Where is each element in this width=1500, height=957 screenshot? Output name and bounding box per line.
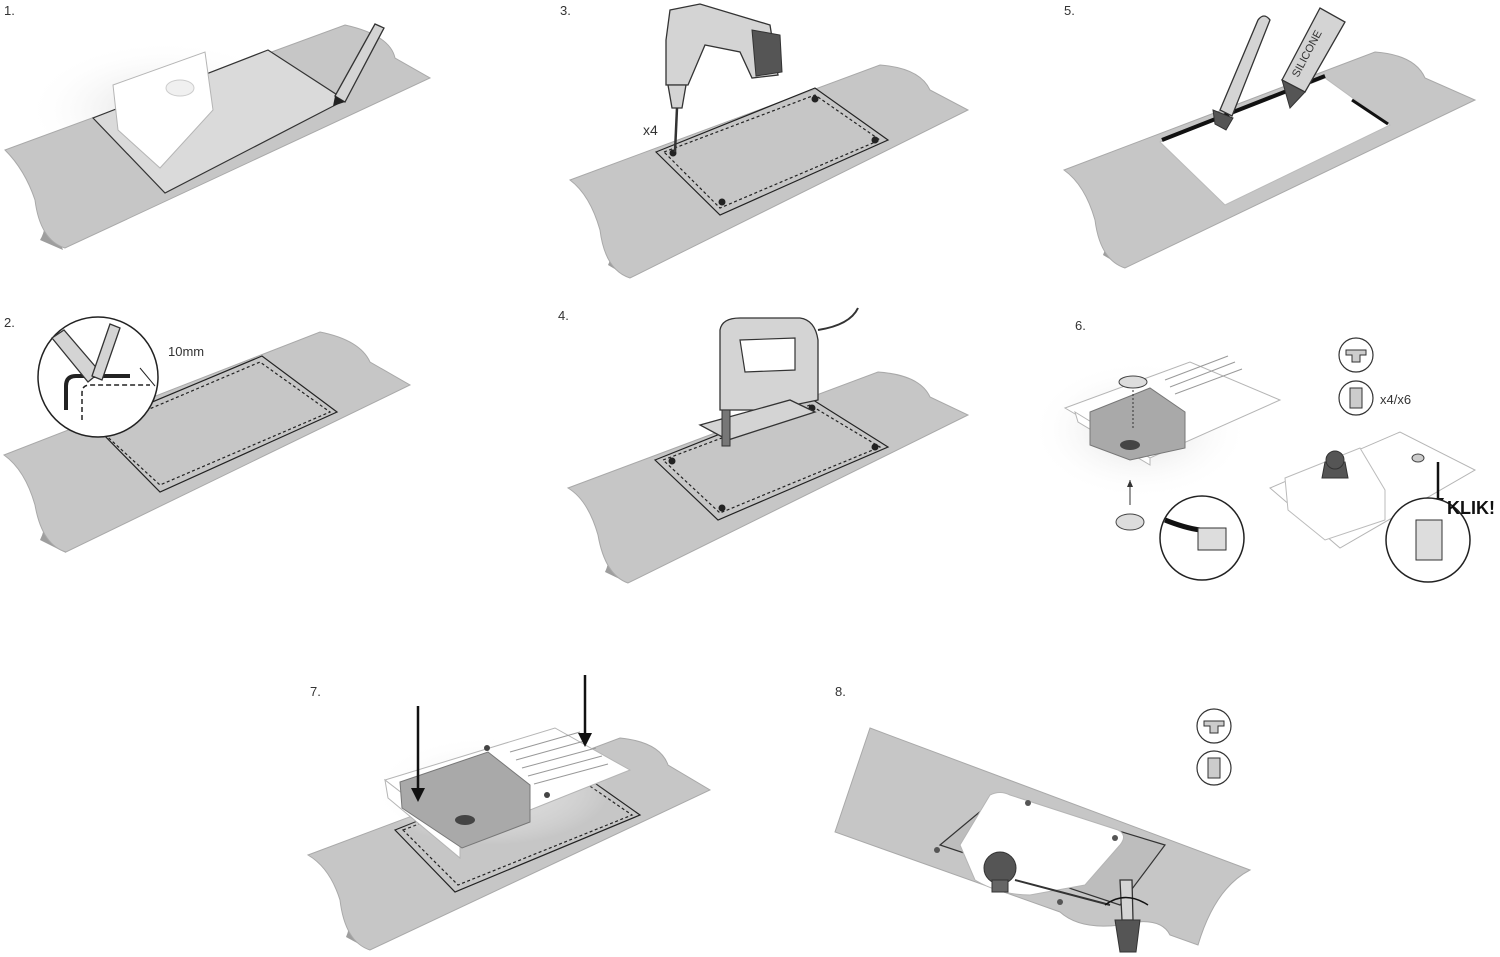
step-1-number: 1. <box>4 3 15 18</box>
step-4-countertop <box>566 371 970 584</box>
step-2-zoom-edge <box>64 374 130 410</box>
step-7-panel: 7. <box>306 675 712 951</box>
step-8-number: 8. <box>835 684 846 699</box>
step-3-hole-4 <box>718 198 726 206</box>
step-4-hole-3 <box>871 443 879 451</box>
step-3-hole-2 <box>811 95 819 103</box>
step-6-sink-bowl <box>1089 387 1186 461</box>
step-4-number: 4. <box>558 308 569 323</box>
step-8-clip-short-icon <box>1196 708 1232 744</box>
clip-short-icon <box>1338 337 1374 373</box>
step-7-drain <box>455 815 475 825</box>
brush-bristles <box>1212 109 1234 131</box>
jigsaw-cable <box>817 307 859 331</box>
step-6-waste-cap <box>1325 450 1345 470</box>
step-6-click-label: KLIK! <box>1447 498 1495 518</box>
step-2-countertop <box>2 331 412 553</box>
step-6-zoom-fitting <box>1197 527 1227 551</box>
step-4-panel: 4. <box>558 307 970 584</box>
step-8-panel: 8. <box>834 684 1252 953</box>
screwdriver-handle <box>1114 919 1141 953</box>
step-8-overflow-hose <box>1014 879 1111 906</box>
step-1-panel: 1. <box>4 3 432 250</box>
step-6-drain <box>1120 440 1140 450</box>
step-3-hole-count: x4 <box>643 122 658 138</box>
step-7-tap-hole <box>484 745 490 751</box>
step-8-clip-4 <box>1057 899 1063 905</box>
step-3-countertop <box>568 64 970 279</box>
step-1-drain <box>165 79 195 97</box>
step-6-zoom-clip-shape <box>1415 519 1443 561</box>
drill-battery <box>751 29 783 77</box>
drill-icon <box>665 3 779 86</box>
step-6-drainboard <box>1164 355 1243 395</box>
step-2-panel: 2. 10mm <box>2 315 412 553</box>
step-7-arrowhead-left <box>411 788 425 802</box>
step-3-number: 3. <box>560 3 571 18</box>
step-7-number: 7. <box>310 684 321 699</box>
step-6-fitting-arrow <box>1127 480 1133 487</box>
step-7-marked-outline <box>401 768 634 886</box>
step-2-marked-outline <box>98 361 332 486</box>
step-6-waste-fitting <box>1115 513 1145 531</box>
drill-chuck <box>667 84 687 109</box>
step-3-sink-outline <box>654 87 890 216</box>
step-8-waste-outlet <box>991 879 1009 893</box>
step-2-dimension-line <box>139 367 156 387</box>
step-5-silicone-bead-side <box>1351 98 1389 126</box>
step-1-pencil-tip <box>333 96 345 106</box>
step-8-clip-3 <box>934 847 940 853</box>
step-8-clip-2 <box>1112 835 1118 841</box>
step-2-number: 2. <box>4 315 15 330</box>
jigsaw-handle-opening <box>739 337 796 373</box>
step-7-arrowhead-right <box>578 733 592 747</box>
step-2-dimension-label: 10mm <box>168 344 204 359</box>
step-8-waste <box>983 851 1017 885</box>
step-6-number: 6. <box>1075 318 1086 333</box>
step-8-clip-1 <box>1025 800 1031 806</box>
step-7-sink-bowl <box>399 751 531 849</box>
step-4-hole-4 <box>718 504 726 512</box>
step-5-panel: 5. SILICONE <box>1062 3 1477 269</box>
step-7-overflow-hole <box>544 792 550 798</box>
step-3-panel: 3. x4 <box>560 3 970 279</box>
step-3-hole-3 <box>871 136 879 144</box>
step-6-strainer <box>1118 375 1148 389</box>
step-2-zoom-line <box>81 384 150 420</box>
step-7-drainboard <box>509 731 609 785</box>
step-6-bowl-underside <box>1284 447 1386 541</box>
step-2-sink-outline <box>93 355 339 493</box>
silicone-tube-nozzle <box>1281 79 1306 109</box>
step-5-number: 5. <box>1064 3 1075 18</box>
step-3-marked-outline <box>662 94 882 209</box>
step-6-clip-count: x4/x6 <box>1380 392 1411 407</box>
step-8-clip-long-icon <box>1196 750 1232 786</box>
jigsaw-blade <box>721 409 731 447</box>
step-6-panel: 6. KLIK! x4/x6 <box>1030 318 1495 583</box>
step-8-rotation-arrow <box>1104 896 1149 906</box>
drill-bit <box>673 107 679 153</box>
clip-long-icon <box>1338 380 1374 416</box>
step-4-hole-1 <box>668 457 676 465</box>
brush-icon <box>1219 15 1271 117</box>
step-6-overflow <box>1411 453 1425 463</box>
step-2-pencil-icon <box>91 323 121 381</box>
screwdriver-icon <box>1119 879 1134 921</box>
